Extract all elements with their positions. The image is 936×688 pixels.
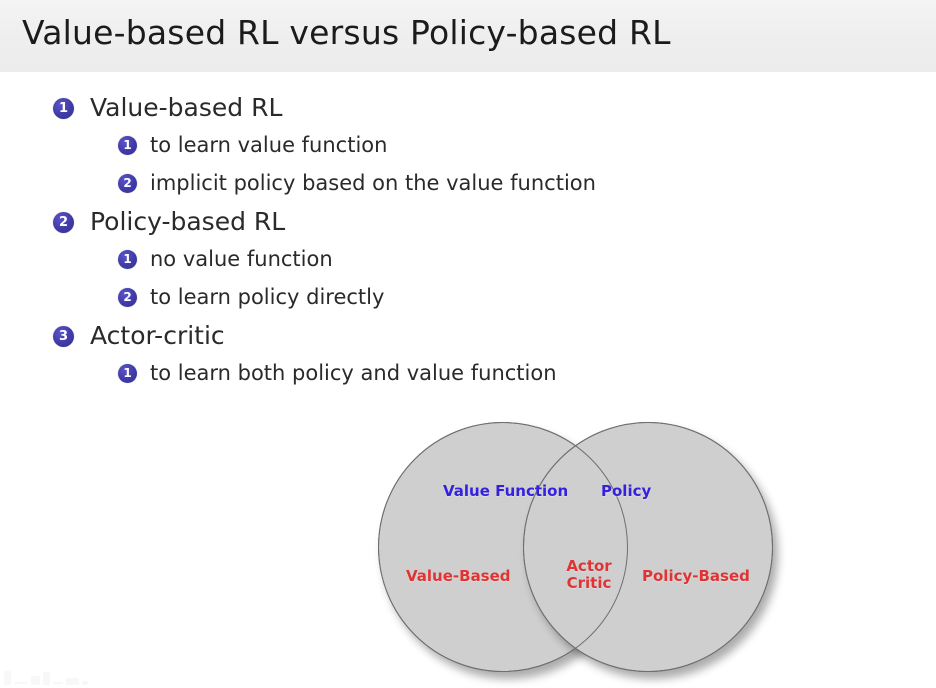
outline-subitem-label: to learn both policy and value function: [150, 361, 557, 385]
outline-item-policy-based-rl: 2 Policy-based RL: [53, 206, 936, 244]
venn-label-value-based: Value-Based: [406, 567, 511, 585]
nav-chip[interactable]: [53, 682, 63, 684]
outline-subitem-learn-policy-directly: 2 to learn policy directly: [118, 282, 936, 320]
bullet-number-badge: 1: [53, 98, 74, 119]
outline-item-label: Policy-based RL: [90, 207, 286, 236]
nav-chip[interactable]: [82, 681, 88, 685]
bullet-number-badge: 2: [53, 212, 74, 233]
bullet-number-badge: 3: [53, 326, 74, 347]
venn-label-actor-critic: Actor Critic: [553, 558, 625, 592]
outline-item-label: Value-based RL: [90, 93, 283, 122]
venn-diagram: Value Function Policy Value-Based Actor …: [360, 408, 790, 688]
outline-subitem-implicit-policy: 2 implicit policy based on the value fun…: [118, 168, 936, 206]
outline-subitem-label: implicit policy based on the value funct…: [150, 171, 596, 195]
bullet-number-badge: 2: [118, 174, 137, 193]
nav-chip[interactable]: [4, 671, 11, 685]
nav-chip[interactable]: [14, 682, 28, 684]
outline-subitem-learn-value-function: 1 to learn value function: [118, 130, 936, 168]
outline-subitem-no-value-function: 1 no value function: [118, 244, 936, 282]
bullet-number-badge: 1: [118, 250, 137, 269]
page-title: Value-based RL versus Policy-based RL: [22, 13, 671, 52]
nav-chip[interactable]: [43, 672, 50, 685]
outline-subitem-label: to learn value function: [150, 133, 388, 157]
outline-item-actor-critic: 3 Actor-critic: [53, 320, 936, 358]
venn-label-policy-based: Policy-Based: [642, 567, 750, 585]
outline-list: 1 Value-based RL 1 to learn value functi…: [0, 92, 936, 396]
nav-chip[interactable]: [66, 678, 79, 685]
nav-chip[interactable]: [31, 676, 40, 685]
outline-subitem-label: no value function: [150, 247, 333, 271]
bullet-number-badge: 1: [118, 364, 137, 383]
venn-label-critic: Critic: [566, 573, 612, 592]
slide-title-bar: Value-based RL versus Policy-based RL: [0, 0, 936, 72]
venn-label-policy: Policy: [601, 482, 652, 500]
bullet-number-badge: 2: [118, 288, 137, 307]
outline-subitem-label: to learn policy directly: [150, 285, 385, 309]
venn-circle-policy: [523, 422, 773, 672]
outline-item-label: Actor-critic: [90, 321, 225, 350]
beamer-navigation-bar[interactable]: [4, 667, 124, 685]
bullet-number-badge: 1: [118, 136, 137, 155]
venn-label-value-function: Value Function: [443, 482, 569, 500]
outline-item-value-based-rl: 1 Value-based RL: [53, 92, 936, 130]
venn-label-actor: Actor: [566, 557, 612, 575]
outline-subitem-learn-both: 1 to learn both policy and value functio…: [118, 358, 936, 396]
